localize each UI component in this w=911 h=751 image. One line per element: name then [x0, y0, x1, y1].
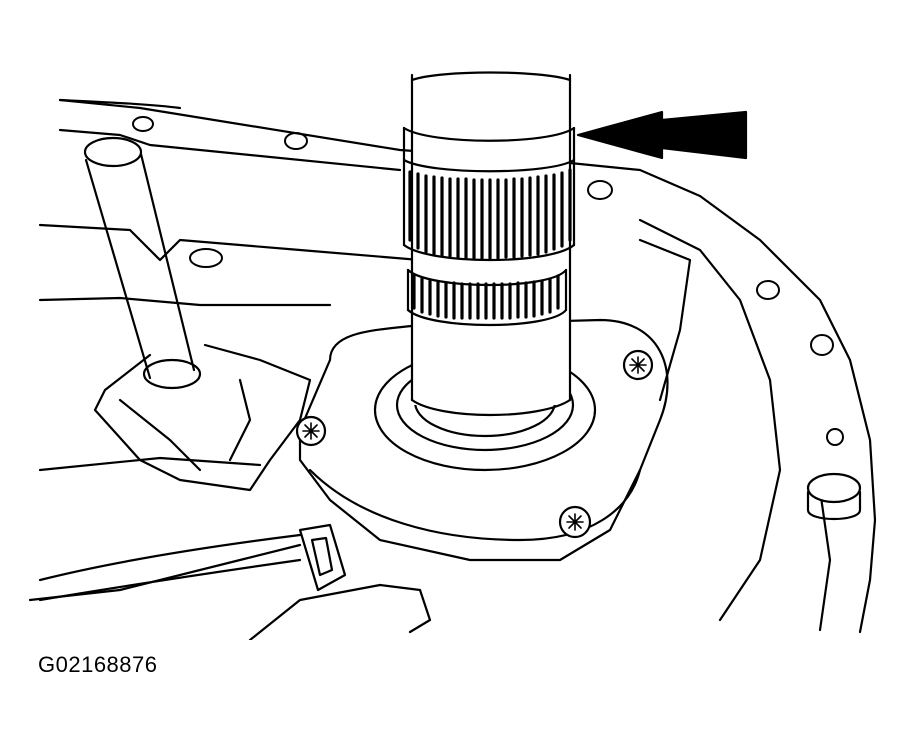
guide-tool: [85, 138, 310, 490]
wire-harness: [40, 525, 430, 632]
figure-id-label: G02168876: [38, 652, 158, 677]
transaxle-shaft-illustration: [0, 0, 911, 640]
input-shaft: [404, 73, 574, 416]
shaft-splines: [410, 170, 570, 318]
pump-bolts: [297, 351, 652, 537]
arrow-left-icon: [578, 112, 746, 158]
flange-bolt-holes: [133, 117, 843, 445]
housing-outline: [30, 100, 875, 640]
dowel-pin: [808, 474, 860, 519]
